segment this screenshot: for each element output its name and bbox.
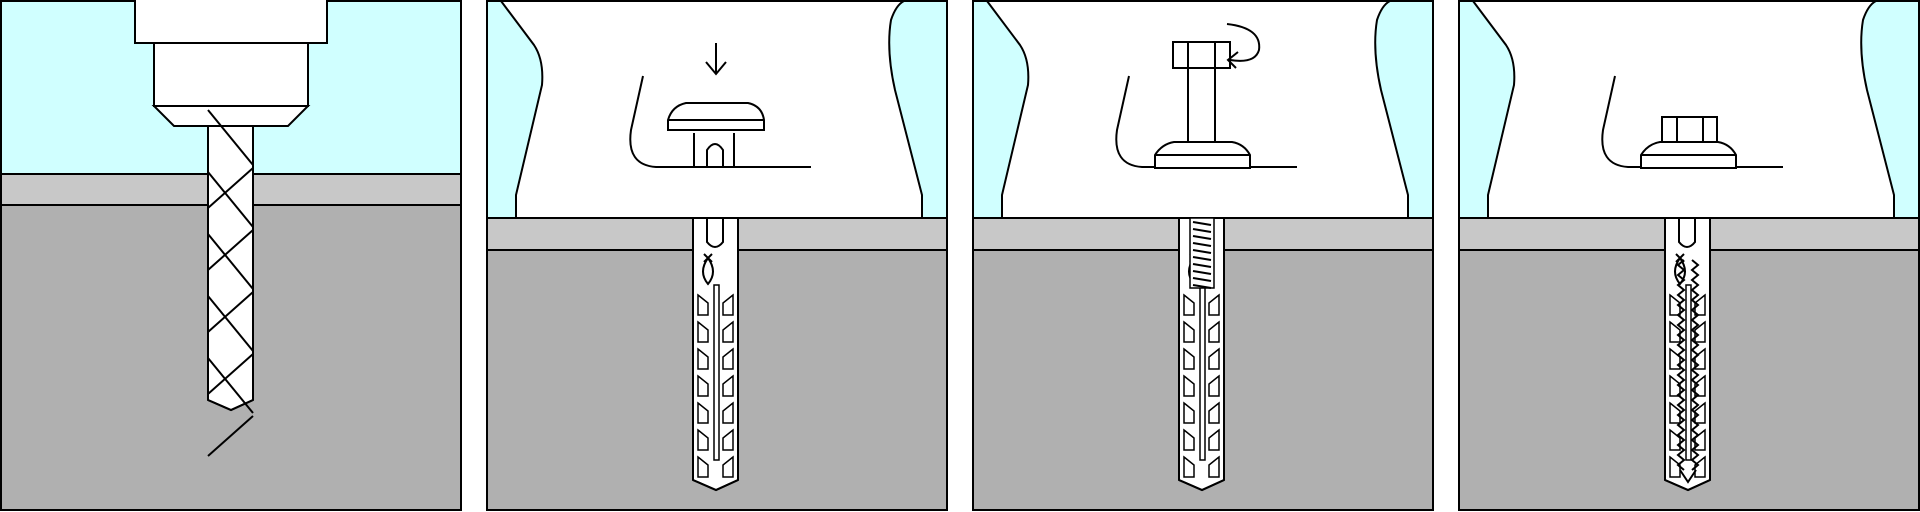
wall-plug-tooth [1208, 293, 1220, 316]
hex-head-facets [1187, 42, 1216, 68]
wall-plug-mark [702, 253, 714, 286]
panel-step-2 [486, 0, 948, 511]
wall-plug-tooth [722, 374, 734, 397]
wall-plug-tooth [1183, 374, 1195, 397]
drill-flute [207, 171, 254, 228]
drill-flute-back [207, 229, 254, 271]
arrow-shape [1226, 23, 1261, 62]
wall-plug-tooth [1694, 374, 1706, 397]
panel-step-4 [1458, 0, 1920, 511]
drill-flute-back [207, 167, 254, 209]
wall-plug-tooth [1183, 401, 1195, 424]
drill-chuck-body [153, 42, 309, 107]
wall-plug-tooth [1208, 374, 1220, 397]
fixture-hole-outline [1601, 75, 1783, 168]
thread-line [1192, 270, 1212, 275]
wall-plug-tooth [1694, 455, 1706, 478]
wall-plug-tooth [722, 401, 734, 424]
fixture-hole-outline [629, 75, 811, 168]
screw-tip [1679, 469, 1697, 484]
wall-plug-slot [706, 218, 724, 248]
wall-plug-tooth [697, 320, 709, 343]
drill-bit [207, 109, 254, 457]
arrow-shape [705, 43, 727, 76]
wall-plug-tooth [1208, 347, 1220, 370]
thread-line [1192, 277, 1212, 282]
drill-flute [207, 109, 254, 166]
wall-plug-tooth [1669, 347, 1681, 370]
wall-plug-slit [1685, 284, 1692, 461]
wall-plug-slit [713, 284, 720, 461]
wall-plug-tooth [722, 347, 734, 370]
screw-head [667, 102, 765, 131]
screw-thread [1676, 259, 1700, 484]
fixture-part [1471, 0, 1895, 219]
screw-shank [1187, 67, 1216, 143]
wall-plug-tooth [1669, 320, 1681, 343]
wall-plug-tip [692, 479, 739, 492]
thread-left [1676, 259, 1686, 471]
thread-line [1192, 228, 1212, 233]
drill-flute [207, 233, 254, 290]
screw-collar [693, 133, 735, 167]
hex-head-facets [1676, 117, 1704, 142]
wall-plug-tooth [722, 455, 734, 478]
thread-line [1192, 221, 1212, 226]
panel-step-3 [972, 0, 1434, 511]
thread-line [1192, 263, 1212, 268]
hex-head [1661, 116, 1718, 143]
arrow-head [1226, 51, 1239, 69]
wall-plug-tooth [722, 320, 734, 343]
wall-plug-tooth [697, 347, 709, 370]
wall-plug-tooth [1183, 293, 1195, 316]
panel-drill [0, 0, 462, 511]
screw-thread [1189, 217, 1215, 289]
wall-plug-tooth [1183, 320, 1195, 343]
drill-flute [207, 295, 254, 352]
wall-plug-slot [1678, 218, 1696, 248]
drill-chuck-top [134, 0, 328, 44]
thread-line [1192, 256, 1212, 261]
wall-plug-tooth [1183, 455, 1195, 478]
drill-flute-back [207, 291, 254, 333]
hex-head [1172, 41, 1231, 69]
thread-line [1192, 249, 1212, 254]
wall-plug-tooth [697, 455, 709, 478]
wall-plug-tooth [1208, 401, 1220, 424]
wall-plug-tooth [1669, 455, 1681, 478]
wall-plug-tooth [1208, 320, 1220, 343]
thread-line [1192, 235, 1212, 240]
wall-plug-tooth [1183, 428, 1195, 451]
wall-plug-tooth [722, 293, 734, 316]
wall-plug-tooth [1208, 428, 1220, 451]
wall-plug-tooth [697, 401, 709, 424]
wall-plug-tooth [697, 428, 709, 451]
thread-line [1192, 284, 1212, 289]
wall-plug [1178, 217, 1225, 492]
wall-plug-tip [1178, 479, 1225, 492]
thread-right [1690, 259, 1700, 471]
wall-plug-slit [1199, 284, 1206, 461]
wall-plug-tip [1664, 479, 1711, 492]
wall-plug [692, 217, 739, 492]
wall-plug-tooth [1183, 347, 1195, 370]
drill-flute [207, 357, 254, 414]
wall-plug [1664, 217, 1711, 492]
screw-collar-slot [706, 143, 724, 167]
thread-line [1192, 242, 1212, 247]
wall-plug-tooth [697, 374, 709, 397]
drill-flute-back [207, 353, 254, 395]
wall-plug-tooth [722, 428, 734, 451]
arrow-down-icon [705, 43, 727, 76]
fixture-hole-outline [1115, 75, 1297, 168]
wall-plug-tooth [697, 293, 709, 316]
drill-flute-back [207, 415, 254, 457]
wall-plug-tooth [1208, 455, 1220, 478]
drill-chuck-nose [151, 105, 311, 127]
wall-plug-tooth [1694, 293, 1706, 316]
rotate-clockwise-icon [1226, 23, 1261, 69]
wall-plug-tooth [1669, 293, 1681, 316]
